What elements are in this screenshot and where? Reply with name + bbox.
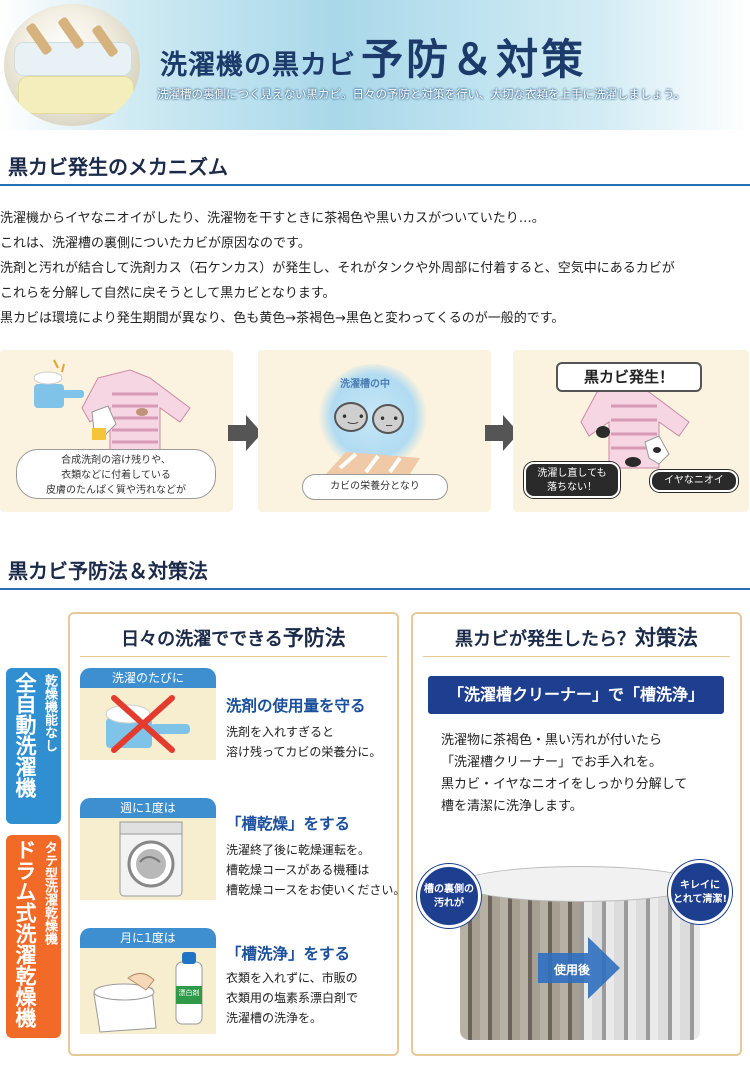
detergent-scoop-illustration	[80, 688, 216, 760]
side-label-drum-dryer: タテ型洗濯乾燥機 ドラム式洗濯乾燥機	[6, 835, 61, 1038]
bleach-pouring-illustration: 漂白剤	[80, 948, 216, 1034]
tip-body: 洗剤を入れすぎると 溶け残ってカビの栄養分に。	[226, 725, 382, 759]
towel-photo	[4, 4, 140, 126]
drum-washer-illustration	[80, 818, 216, 900]
side-label-fully-automatic: 乾燥機能なし 全自動洗濯機	[6, 668, 61, 824]
mechanism-paragraph: 洗濯機からイヤなニオイがしたり、洗濯物を干すときに茶褐色や黒いカスがついていたり…	[0, 211, 545, 226]
mechanism-paragraph: これは、洗濯槽の裏側についたカビが原因なのです。	[0, 236, 311, 251]
header-banner: 洗濯機の黒カビ 予防＆対策 洗濯槽の裏側につく見えない黒カビ。日々の予防と対策を…	[0, 0, 750, 130]
flow-arrow-icon	[485, 415, 519, 451]
mechanism-paragraph: 黒カビは環境により発生期間が異なり、色も黄色→茶褐色→黒色と変わってくるのが一般…	[0, 311, 565, 326]
page-title: 洗濯機の黒カビ 予防＆対策	[160, 35, 587, 84]
tip-frequency-badge: 月に1度は	[80, 928, 216, 948]
after-badge: キレイに とれて清潔!	[668, 860, 732, 924]
flow-step-1-caption: 合成洗剤の溶け残りや、 衣類などに付着している 皮膚のたんぱく質や汚れなどが	[16, 449, 216, 499]
tip-heading: 洗剤の使用量を守る	[226, 697, 366, 715]
tip-heading: 「槽乾燥」をする	[226, 815, 351, 833]
mechanism-paragraph: これらを分解して自然に戻そうとして黒カビとなります。	[0, 286, 336, 301]
mechanism-text: 洗濯機からイヤなニオイがしたり、洗濯物を干すときに茶褐色や黒いカスがついていたり…	[0, 206, 750, 331]
mold-character-icon	[372, 404, 404, 434]
flow-step-3-bubble-right: イヤなニオイ	[650, 470, 738, 492]
mechanism-heading: 黒カビ発生のメカニズム	[0, 152, 750, 186]
page-subtitle: 洗濯槽の裏側につく見えない黒カビ。日々の予防と対策を行い、大切な衣類を上手に洗濯…	[157, 87, 686, 101]
mold-character-icon	[334, 402, 368, 432]
tub-cleaner-banner: 「洗濯槽クリーナー」で「槽洗浄」	[428, 676, 724, 714]
laundry-stripe-illustration	[326, 452, 420, 474]
tip-heading: 「槽洗浄」をする	[226, 945, 351, 963]
countermeasure-box-title: 黒カビが発生したら？対策法	[455, 625, 698, 650]
tub-rim	[460, 866, 700, 902]
prevention-heading: 黒カビ予防法＆対策法	[0, 556, 750, 590]
flow-step-3-bubble-left: 洗濯し直しても 落ちない！	[524, 462, 620, 498]
detergent-shirt-illustration	[33, 359, 191, 455]
prevention-box-title: 日々の洗濯でできる予防法	[121, 625, 346, 650]
bleach-bottle-label: 漂白剤	[178, 989, 200, 997]
tip-body: 洗濯終了後に乾燥運転を。 槽乾燥コースがある機種は 槽乾燥コースをお使いください…	[226, 843, 406, 897]
tip-body: 衣類を入れずに、市販の 衣類用の塩素系漂白剤で 洗濯槽の洗浄を。	[226, 971, 359, 1025]
tip-frequency-badge: 洗濯のたびに	[80, 668, 216, 688]
mold-outbreak-callout: 黒カビ発生！	[556, 362, 702, 392]
after-use-label: 使用後	[554, 963, 591, 977]
after-use-arrow-icon	[538, 937, 620, 999]
tip-frequency-badge: 週に1度は	[80, 798, 216, 818]
flow-arrow-icon	[228, 415, 262, 451]
flow-step-1: 合成洗剤の溶け残りや、 衣類などに付着している 皮膚のたんぱく質や汚れなどが	[0, 350, 233, 512]
countermeasure-body: 洗濯物に茶褐色・黒い汚れが付いたら 「洗濯槽クリーナー」でお手入れを。 黒カビ・…	[441, 733, 688, 814]
tub-interior-label: 洗濯槽の中	[340, 379, 390, 390]
before-badge: 槽の裏側の 汚れが	[417, 864, 481, 928]
mechanism-paragraph: 洗剤と汚れが結合して洗剤カス（石ケンカス）が発生し、それがタンクや外周部に付着す…	[0, 261, 675, 276]
flow-step-2-caption: カビの栄養分となり	[302, 474, 448, 500]
